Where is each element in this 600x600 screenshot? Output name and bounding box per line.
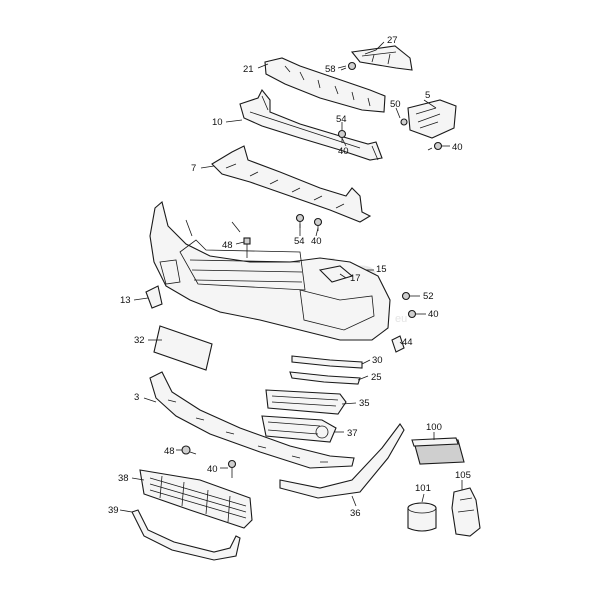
part-35-grille[interactable] — [265, 389, 347, 415]
part-15-bumper-cover[interactable] — [149, 201, 391, 341]
part-7-impact-absorber[interactable] — [211, 145, 372, 223]
leader-lines — [119, 41, 463, 513]
callout-32[interactable]: 32 — [134, 335, 145, 346]
part-100-adhesive-pad[interactable] — [411, 437, 465, 465]
part-3-spoiler[interactable] — [149, 371, 355, 469]
callout-labels: 27 21 58 5 50 10 54 40 40 7 54 40 48 15 … — [108, 35, 471, 519]
callout-40d[interactable]: 40 — [207, 464, 218, 475]
callout-13[interactable]: 13 — [120, 295, 131, 306]
part-44-clip[interactable] — [391, 335, 405, 353]
callout-48b[interactable]: 48 — [164, 446, 175, 457]
callout-54b[interactable]: 54 — [294, 236, 305, 247]
callout-17[interactable]: 17 — [350, 273, 361, 284]
callout-100[interactable]: 100 — [426, 422, 442, 433]
part-48-screw-b[interactable] — [181, 445, 197, 455]
callout-40c[interactable]: 40 — [428, 309, 439, 320]
watermark-subtext: eu — [395, 313, 407, 325]
callout-25[interactable]: 25 — [371, 372, 382, 383]
part-105-bag[interactable] — [451, 487, 481, 537]
part-48-screw-a[interactable] — [243, 237, 251, 258]
part-13-clip[interactable] — [145, 285, 163, 309]
part-10-bumper-carrier[interactable] — [239, 88, 383, 161]
callout-44[interactable]: 44 — [402, 337, 413, 348]
callout-58[interactable]: 58 — [325, 64, 336, 75]
part-27-bracket[interactable] — [350, 45, 413, 71]
callout-36[interactable]: 36 — [350, 508, 361, 519]
part-54-screw-a[interactable] — [337, 129, 347, 144]
callout-105[interactable]: 105 — [455, 470, 471, 481]
callout-38[interactable]: 38 — [118, 473, 129, 484]
part-37-grille[interactable] — [261, 415, 337, 443]
callout-40a[interactable]: 40 — [338, 146, 349, 157]
part-38-lower-grille[interactable] — [139, 469, 253, 529]
part-32-license-plate-holder[interactable] — [153, 325, 213, 371]
part-5-bracket[interactable] — [400, 99, 457, 139]
callout-3[interactable]: 3 — [134, 392, 139, 403]
callout-52[interactable]: 52 — [423, 291, 434, 302]
part-40-screw-a[interactable] — [427, 141, 443, 151]
part-40-screw-c[interactable] — [407, 309, 417, 319]
callout-40b[interactable]: 40 — [311, 236, 322, 247]
callout-101[interactable]: 101 — [415, 483, 431, 494]
part-39-trim-strip[interactable] — [131, 509, 241, 561]
callout-37[interactable]: 37 — [347, 428, 358, 439]
callout-15[interactable]: 15 — [376, 264, 387, 275]
callout-54a[interactable]: 54 — [336, 114, 347, 125]
callout-21[interactable]: 21 — [243, 64, 254, 75]
part-30-trim-strip[interactable] — [291, 355, 363, 369]
part-58-screw[interactable] — [340, 61, 357, 71]
callout-48a[interactable]: 48 — [222, 240, 233, 251]
part-40-screw-d[interactable] — [227, 459, 237, 479]
part-36-trim-strip[interactable] — [279, 423, 405, 499]
callout-35[interactable]: 35 — [359, 398, 370, 409]
part-25-trim-strip[interactable] — [289, 371, 361, 385]
callout-27[interactable]: 27 — [387, 35, 398, 46]
part-101-tin[interactable] — [407, 502, 437, 532]
callout-40-screw-a[interactable]: 40 — [452, 142, 463, 153]
callout-39[interactable]: 39 — [108, 505, 119, 516]
callout-5[interactable]: 5 — [425, 90, 430, 101]
callout-50[interactable]: 50 — [390, 99, 401, 110]
callout-7[interactable]: 7 — [191, 163, 196, 174]
part-21-absorber[interactable] — [264, 57, 386, 113]
callout-10[interactable]: 10 — [212, 117, 223, 128]
part-52-clip[interactable] — [401, 291, 411, 301]
part-17-emblem-plate[interactable] — [318, 265, 354, 283]
callout-30[interactable]: 30 — [372, 355, 383, 366]
